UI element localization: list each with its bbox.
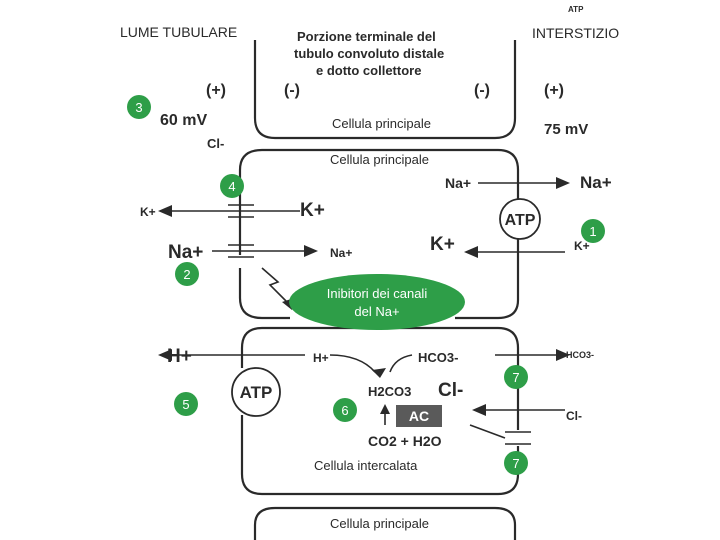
title-line-3: e dotto collettore: [316, 63, 421, 78]
k-lumen-small: K+: [140, 205, 156, 219]
marker-5: 5: [174, 392, 198, 416]
cell-principal-main: Cellula principale: [330, 152, 429, 167]
title-line-2: tubulo convoluto distale: [294, 46, 444, 61]
svg-text:3: 3: [135, 100, 142, 115]
cell-principal-bottom: Cellula principale: [330, 516, 429, 531]
svg-text:5: 5: [182, 397, 189, 412]
k-apical-large: K+: [300, 200, 325, 221]
k-basolateral-large: K+: [430, 234, 455, 255]
hco3-interstitium: HCO3-: [566, 350, 594, 360]
atp-h-label: ATP: [240, 383, 273, 402]
ac-label: AC: [409, 408, 429, 424]
svg-text:6: 6: [341, 403, 348, 418]
h-lumen-large: H+: [167, 346, 192, 367]
svg-text:7: 7: [512, 370, 519, 385]
lumen-label: LUME TUBULARE: [120, 24, 237, 40]
potential-minus-left: (-): [284, 82, 300, 99]
atp-label: ATP: [505, 212, 536, 229]
cl-exchanger: Cl-: [438, 380, 463, 401]
co2-h2o-label: CO2 + H2O: [368, 433, 442, 449]
k-basolateral-small: K+: [574, 239, 590, 253]
cl-lumen-top: Cl-: [207, 136, 224, 151]
cell-principal-top: Cellula principale: [332, 116, 431, 131]
na-basolateral-in: Na+: [445, 175, 471, 191]
marker-2: 2: [175, 262, 199, 286]
na-basolateral-out: Na+: [580, 173, 612, 192]
potential-plus-right: (+): [544, 82, 564, 99]
potential-minus-right: (-): [474, 82, 490, 99]
hco3-cell: HCO3-: [418, 350, 458, 365]
carbonic-anhydrase-box: [396, 405, 442, 427]
cell-outlines: [238, 40, 520, 540]
marker-7-lower: 7: [504, 451, 528, 475]
transport-arrows: [158, 177, 570, 439]
cl-interstitium: Cl-: [566, 409, 582, 423]
svg-text:2: 2: [183, 267, 190, 282]
svg-text:1: 1: [589, 224, 596, 239]
inhibitor-line-1: Inibitori dei canali: [327, 286, 428, 301]
svg-text:4: 4: [228, 179, 235, 194]
lumen-potential: 60 mV: [160, 112, 207, 129]
inhibitor-line-2: del Na+: [354, 304, 399, 319]
inhibitor-zigzag-arrow: [261, 267, 291, 306]
interstitial-potential: 75 mV: [544, 121, 588, 138]
marker-4: 4: [220, 174, 244, 198]
h-cell-small: H+: [313, 351, 329, 365]
scan-artifact-text: ATP: [568, 5, 584, 14]
title-line-1: Porzione terminale del: [297, 29, 436, 44]
na-lumen-large: Na+: [168, 242, 203, 263]
na-apical-small: Na+: [330, 246, 352, 260]
apical-channels: [228, 204, 531, 445]
inhibitor-bubble: [289, 274, 465, 330]
marker-3: 3: [127, 95, 151, 119]
interstitium-label: INTERSTIZIO: [532, 25, 619, 41]
atp-pump-h: ATP: [231, 367, 281, 417]
potential-plus-left: (+): [206, 82, 226, 99]
marker-6: 6: [333, 398, 357, 422]
atp-pump-na-k: ATP: [499, 198, 541, 240]
marker-1: 1: [581, 219, 605, 243]
svg-text:7: 7: [512, 456, 519, 471]
marker-7-upper: 7: [504, 365, 528, 389]
cell-intercalated: Cellula intercalata: [314, 458, 418, 473]
h2co3-label: H2CO3: [368, 384, 411, 399]
